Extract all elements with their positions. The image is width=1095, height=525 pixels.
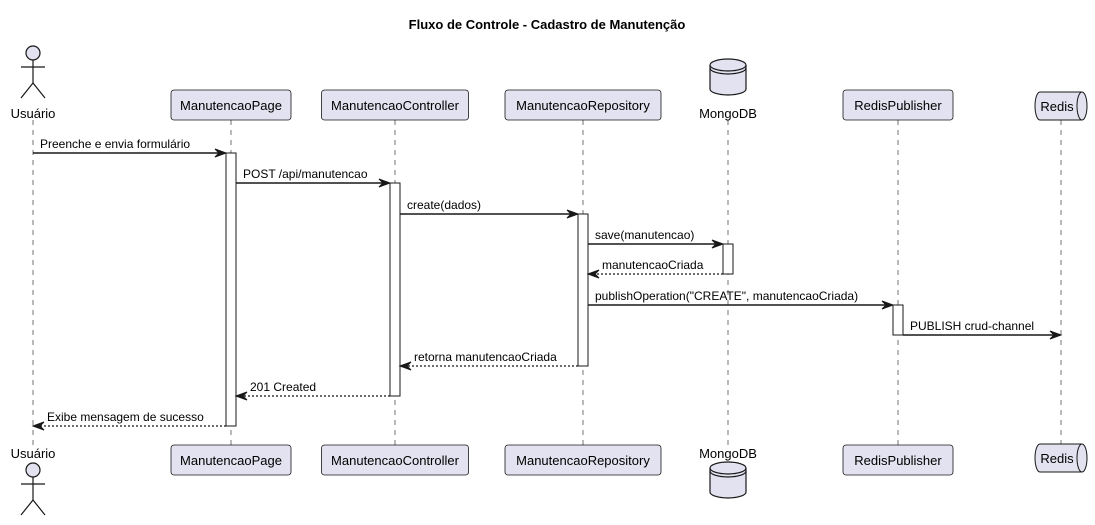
participant-mongodb-top: MongoDB bbox=[699, 58, 757, 121]
participant-label: RedisPublisher bbox=[854, 98, 942, 113]
queue-icon bbox=[1034, 443, 1088, 473]
participant-box bbox=[170, 89, 292, 121]
participant-box bbox=[321, 89, 469, 121]
activation-bar-publisher bbox=[892, 304, 904, 336]
participant-controller-bottom: ManutencaoController bbox=[321, 444, 469, 476]
message-4: save(manutencao) bbox=[588, 228, 725, 249]
participant-label: Usuário bbox=[11, 446, 56, 461]
message-3: create(dados) bbox=[400, 198, 580, 219]
participant-label: RedisPublisher bbox=[854, 453, 942, 468]
arrowhead bbox=[881, 300, 895, 310]
message-label: manutencaoCriada bbox=[602, 258, 704, 272]
arrowhead bbox=[586, 269, 600, 279]
participants-top: Usuário ManutencaoPage ManutencaoControlle… bbox=[11, 45, 1088, 121]
activation-bar-repository bbox=[577, 213, 589, 367]
participant-box bbox=[504, 444, 662, 476]
participant-label: MongoDB bbox=[699, 446, 757, 461]
participant-label: ManutencaoPage bbox=[180, 453, 282, 468]
participant-label: ManutencaoController bbox=[331, 98, 460, 113]
participant-label: ManutencaoRepository bbox=[516, 453, 650, 468]
diagram-title: Fluxo de Controle - Cadastro de Manutenç… bbox=[409, 17, 686, 32]
arrowhead bbox=[214, 148, 228, 158]
participant-label: Usuário bbox=[11, 106, 56, 121]
participant-redis-bottom: Redis bbox=[1034, 443, 1088, 473]
lifelines bbox=[32, 120, 1062, 445]
message-8: retorna manutencaoCriada bbox=[398, 350, 578, 371]
message-label: Exibe mensagem de sucesso bbox=[47, 410, 204, 424]
arrowhead bbox=[378, 178, 392, 188]
arrowhead bbox=[566, 209, 580, 219]
message-9: 201 Created bbox=[234, 380, 390, 401]
participant-box bbox=[842, 444, 954, 476]
participant-box bbox=[170, 444, 292, 476]
arrowhead bbox=[711, 239, 725, 249]
message-label: create(dados) bbox=[407, 198, 481, 212]
arrowhead bbox=[1049, 330, 1063, 340]
activation-bar-mongodb bbox=[722, 243, 734, 275]
participant-box bbox=[504, 89, 662, 121]
participant-publisher-top: RedisPublisher bbox=[842, 89, 954, 121]
participant-repository-top: ManutencaoRepository bbox=[504, 89, 662, 121]
message-label: POST /api/manutencao bbox=[243, 167, 368, 181]
message-7: PUBLISH crud-channel bbox=[903, 319, 1063, 340]
message-label: save(manutencao) bbox=[595, 228, 694, 242]
participant-label: ManutencaoController bbox=[331, 453, 460, 468]
database-icon bbox=[709, 461, 747, 499]
message-1: Preenche e envia formulário bbox=[33, 137, 228, 158]
message-label: PUBLISH crud-channel bbox=[910, 319, 1034, 333]
message-label: publishOperation("CREATE", manutencaoCri… bbox=[595, 289, 858, 303]
actor-icon bbox=[20, 45, 46, 99]
participant-mongodb-bottom: MongoDB bbox=[699, 446, 757, 499]
participant-label: MongoDB bbox=[699, 106, 757, 121]
participant-page-bottom: ManutencaoPage bbox=[170, 444, 292, 476]
participant-repository-bottom: ManutencaoRepository bbox=[504, 444, 662, 476]
queue-icon bbox=[1034, 91, 1088, 121]
activation-bars bbox=[225, 152, 904, 427]
message-6: publishOperation("CREATE", manutencaoCri… bbox=[588, 289, 895, 310]
arrowhead bbox=[234, 391, 248, 401]
participant-label: Redis bbox=[1040, 99, 1074, 114]
participant-redis-top: Redis bbox=[1034, 91, 1088, 121]
participant-publisher-bottom: RedisPublisher bbox=[842, 444, 954, 476]
message-5: manutencaoCriada bbox=[586, 258, 723, 279]
arrowhead bbox=[398, 361, 412, 371]
message-label: 201 Created bbox=[250, 380, 316, 394]
participant-label: ManutencaoPage bbox=[180, 98, 282, 113]
participant-label: Redis bbox=[1040, 451, 1074, 466]
message-label: Preenche e envia formulário bbox=[40, 137, 190, 151]
activation-bar-page bbox=[225, 152, 237, 427]
message-2: POST /api/manutencao bbox=[236, 167, 392, 188]
actor-icon bbox=[20, 462, 46, 516]
database-icon bbox=[709, 58, 747, 96]
participant-label: ManutencaoRepository bbox=[516, 98, 650, 113]
arrowhead bbox=[31, 421, 45, 431]
participants-bottom: Usuário ManutencaoPage ManutencaoControlle… bbox=[11, 443, 1088, 516]
message-label: retorna manutencaoCriada bbox=[414, 350, 557, 364]
activation-bar-controller bbox=[389, 182, 401, 397]
participant-usuario-bottom: Usuário bbox=[11, 446, 56, 516]
message-10: Exibe mensagem de sucesso bbox=[31, 410, 226, 431]
participant-box bbox=[321, 444, 469, 476]
participant-page-top: ManutencaoPage bbox=[170, 89, 292, 121]
participant-usuario-top: Usuário bbox=[11, 45, 56, 121]
participant-box bbox=[842, 89, 954, 121]
participant-controller-top: ManutencaoController bbox=[321, 89, 469, 121]
